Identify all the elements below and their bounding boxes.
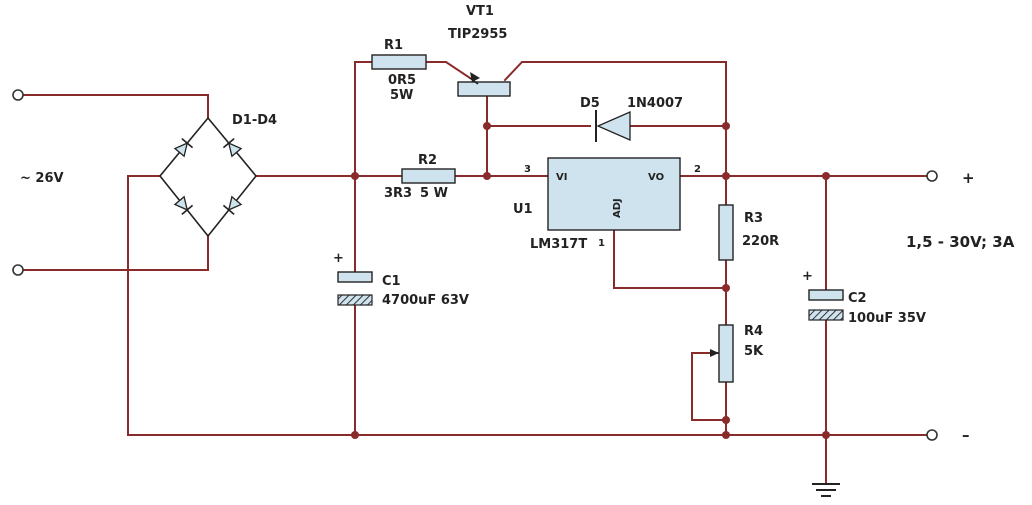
capacitor-c1 bbox=[337, 271, 373, 306]
c2-value-label: 100uF 35V bbox=[848, 311, 926, 326]
resistor-r3 bbox=[718, 204, 734, 261]
r1-power-label: 5W bbox=[390, 88, 413, 103]
c2-polarity-label: + bbox=[802, 269, 813, 284]
ground-icon bbox=[812, 483, 840, 497]
resistor-r1 bbox=[371, 54, 427, 70]
diode-d5 bbox=[595, 110, 631, 142]
c1-value-label: 4700uF 63V bbox=[382, 293, 469, 308]
potentiometer-r4 bbox=[710, 324, 734, 383]
bridge-rectifier bbox=[158, 116, 258, 238]
c2-ref-label: C2 bbox=[848, 291, 867, 306]
r3-ref-label: R3 bbox=[744, 211, 763, 226]
r3-value-label: 220R bbox=[742, 234, 779, 249]
diode-d3-icon bbox=[173, 195, 194, 215]
u1-pin3-label: 3 bbox=[524, 164, 531, 175]
junction-dots bbox=[351, 122, 830, 439]
u1-pin-vi-label: VI bbox=[556, 172, 567, 183]
c1-ref-label: C1 bbox=[382, 274, 401, 289]
r4-value-label: 5K bbox=[744, 344, 764, 359]
r2-power-label: 5 W bbox=[420, 186, 448, 201]
r1-ref-label: R1 bbox=[384, 38, 403, 53]
u1-part-label: LM317T bbox=[530, 237, 587, 252]
r1-value-label: 0R5 bbox=[388, 73, 416, 88]
bridge-ref-label: D1-D4 bbox=[232, 113, 277, 128]
output-minus-label: – bbox=[962, 426, 970, 444]
diode-d1-icon bbox=[173, 138, 194, 158]
r2-value-label: 3R3 bbox=[384, 186, 412, 201]
resistor-r2 bbox=[401, 168, 456, 184]
r2-ref-label: R2 bbox=[418, 153, 437, 168]
u1-pin1-label: 1 bbox=[598, 238, 605, 249]
diode-d2-icon bbox=[222, 138, 243, 158]
r4-ref-label: R4 bbox=[744, 324, 763, 339]
u1-pin2-label: 2 bbox=[694, 164, 701, 175]
capacitor-c2 bbox=[808, 289, 844, 321]
output-plus-label: + bbox=[962, 169, 975, 187]
input-terminals bbox=[12, 89, 24, 276]
c1-polarity-label: + bbox=[333, 251, 344, 266]
u1-pin-adj-label: ADJ bbox=[612, 198, 623, 218]
d5-part-label: 1N4007 bbox=[627, 96, 683, 111]
u1-pin-vo-label: VO bbox=[648, 172, 664, 183]
wires bbox=[19, 61, 931, 483]
regulator-u1 bbox=[547, 157, 681, 231]
diode-d4-icon bbox=[222, 195, 243, 215]
u1-ref-label: U1 bbox=[513, 202, 533, 217]
output-terminals bbox=[926, 170, 938, 441]
input-voltage-label: ~ 26V bbox=[20, 171, 64, 186]
output-spec-label: 1,5 - 30V; 3A bbox=[906, 233, 1015, 251]
vt1-part-label: TIP2955 bbox=[448, 27, 507, 42]
d5-ref-label: D5 bbox=[580, 96, 600, 111]
vt1-ref-label: VT1 bbox=[466, 4, 494, 19]
transistor-vt1 bbox=[457, 72, 511, 97]
